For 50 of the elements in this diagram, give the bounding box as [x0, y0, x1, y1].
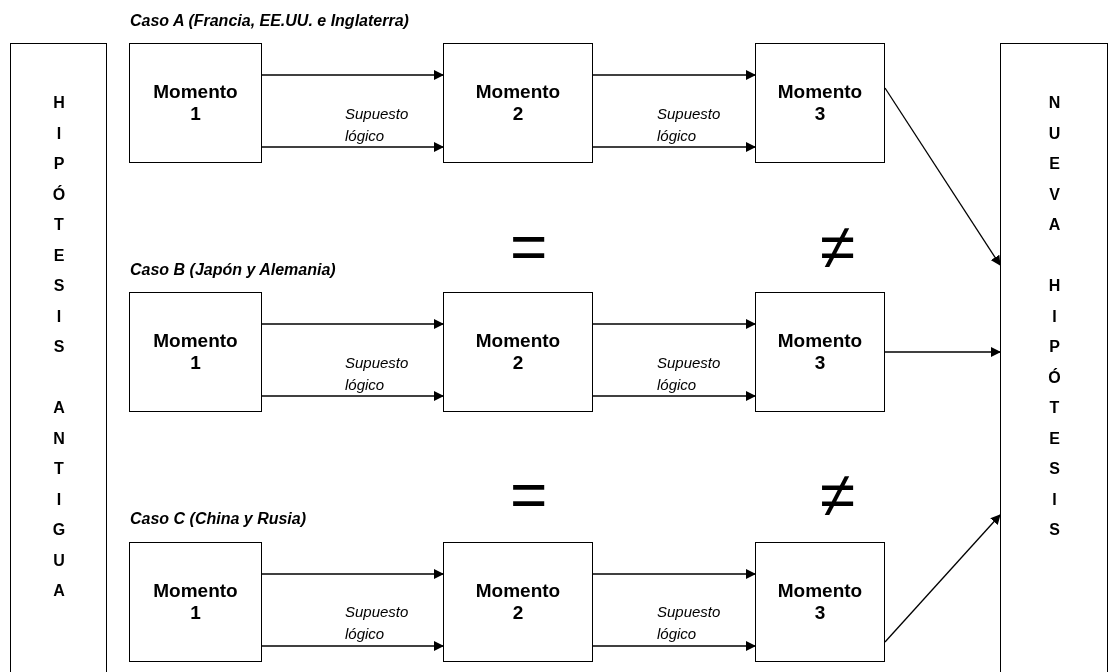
- not-equal-sign: ≠: [820, 463, 856, 527]
- process-box: [129, 43, 262, 163]
- process-box: [755, 43, 885, 163]
- arrow: [592, 70, 756, 80]
- arrow: [261, 569, 444, 579]
- arrow: [592, 391, 756, 401]
- box-label: Momento 2: [474, 81, 562, 125]
- box-label: Momento 3: [776, 580, 864, 624]
- process-box: [129, 292, 262, 412]
- annotation-text: Supuesto lógico: [345, 602, 410, 644]
- arrow: [261, 142, 444, 152]
- process-box: [755, 542, 885, 662]
- vertical-text-box: [10, 43, 107, 672]
- arrow: [592, 569, 756, 579]
- annotation-text: Supuesto lógico: [345, 104, 410, 146]
- process-box: [443, 542, 593, 662]
- box-label: Momento 1: [152, 580, 239, 624]
- box-label: Momento 1: [152, 81, 239, 125]
- arrow: [884, 514, 1001, 643]
- arrow: [261, 391, 444, 401]
- annotation-text: Supuesto lógico: [657, 353, 722, 395]
- arrow: [261, 319, 444, 329]
- arrow: [592, 142, 756, 152]
- not-equal-sign: ≠: [820, 215, 856, 279]
- arrow: [592, 641, 756, 651]
- equals-sign: =: [510, 463, 548, 527]
- box-label: Momento 3: [776, 81, 864, 125]
- box-label: Momento 1: [152, 330, 239, 374]
- equals-sign: =: [510, 215, 548, 279]
- process-box: [443, 43, 593, 163]
- process-box: [755, 292, 885, 412]
- annotation-text: Supuesto lógico: [657, 602, 722, 644]
- box-label: Momento 2: [474, 580, 562, 624]
- box-label: Momento 2: [474, 330, 562, 374]
- arrow: [592, 319, 756, 329]
- arrow: [884, 347, 1001, 357]
- box-label: Momento 3: [776, 330, 864, 374]
- vertical-label: HIPÓTESIS ANTIGUA: [49, 94, 68, 613]
- case-title: Caso A (Francia, EE.UU. e Inglaterra): [130, 12, 409, 30]
- case-title: Caso C (China y Rusia): [130, 510, 307, 528]
- vertical-text-box: [1000, 43, 1108, 672]
- annotation-text: Supuesto lógico: [345, 353, 410, 395]
- process-box: [443, 292, 593, 412]
- arrow: [261, 641, 444, 651]
- arrow: [261, 70, 444, 80]
- arrow: [884, 87, 1001, 266]
- annotation-text: Supuesto lógico: [657, 104, 722, 146]
- process-box: [129, 542, 262, 662]
- case-title: Caso B (Japón y Alemania): [130, 261, 336, 279]
- vertical-label: NUEVA HIPÓTESIS: [1045, 94, 1063, 552]
